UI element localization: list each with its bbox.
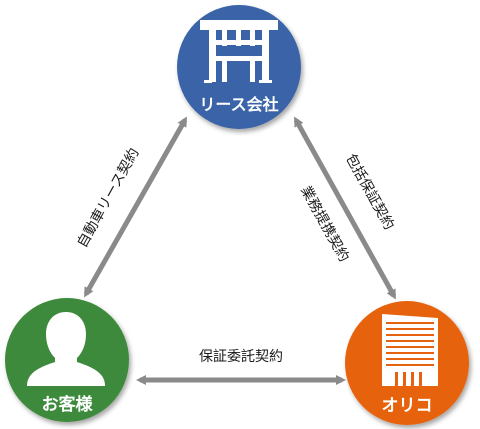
node-label-orico: オリコ [382, 396, 433, 416]
node-label-lease-company: リース会社 [199, 95, 278, 114]
person-icon [27, 312, 105, 386]
arrow-lease-customer [83, 116, 188, 298]
arrow-lease-orico [293, 116, 397, 300]
edge-label-customer-orico: 保証委託契約 [199, 349, 283, 365]
lease-company-circle [177, 5, 301, 129]
edge-label-lease-orico-inner: 業務提携契約 [297, 183, 352, 264]
node-customer: お客様 [5, 298, 129, 422]
node-lease-company: リース会社 [177, 5, 301, 129]
office-tower-icon [382, 314, 438, 386]
edge-label-lease-customer: 自動車リース契約 [74, 145, 143, 251]
building-icon [200, 20, 278, 83]
node-orico: オリコ [345, 301, 469, 425]
node-label-customer: お客様 [42, 394, 94, 415]
